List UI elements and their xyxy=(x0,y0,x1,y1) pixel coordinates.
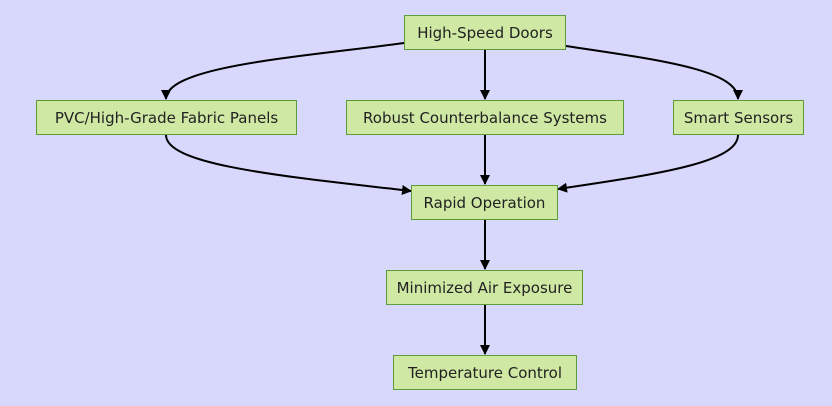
node-high-speed-doors: High-Speed Doors xyxy=(404,15,566,50)
node-smart-sensors: Smart Sensors xyxy=(673,100,804,135)
edge-high-speed-doors-to-fabric-panels xyxy=(161,42,405,100)
edge-fabric-panels-to-rapid-operation xyxy=(165,134,412,195)
node-rapid-operation: Rapid Operation xyxy=(411,185,558,220)
node-temperature-control: Temperature Control xyxy=(393,355,577,390)
node-fabric-panels: PVC/High-Grade Fabric Panels xyxy=(36,100,297,135)
edge-smart-sensors-to-rapid-operation xyxy=(557,134,739,193)
node-minimized-air-exposure: Minimized Air Exposure xyxy=(386,270,583,305)
edge-high-speed-doors-to-smart-sensors xyxy=(565,45,743,100)
node-counterbalance-systems: Robust Counterbalance Systems xyxy=(346,100,624,135)
